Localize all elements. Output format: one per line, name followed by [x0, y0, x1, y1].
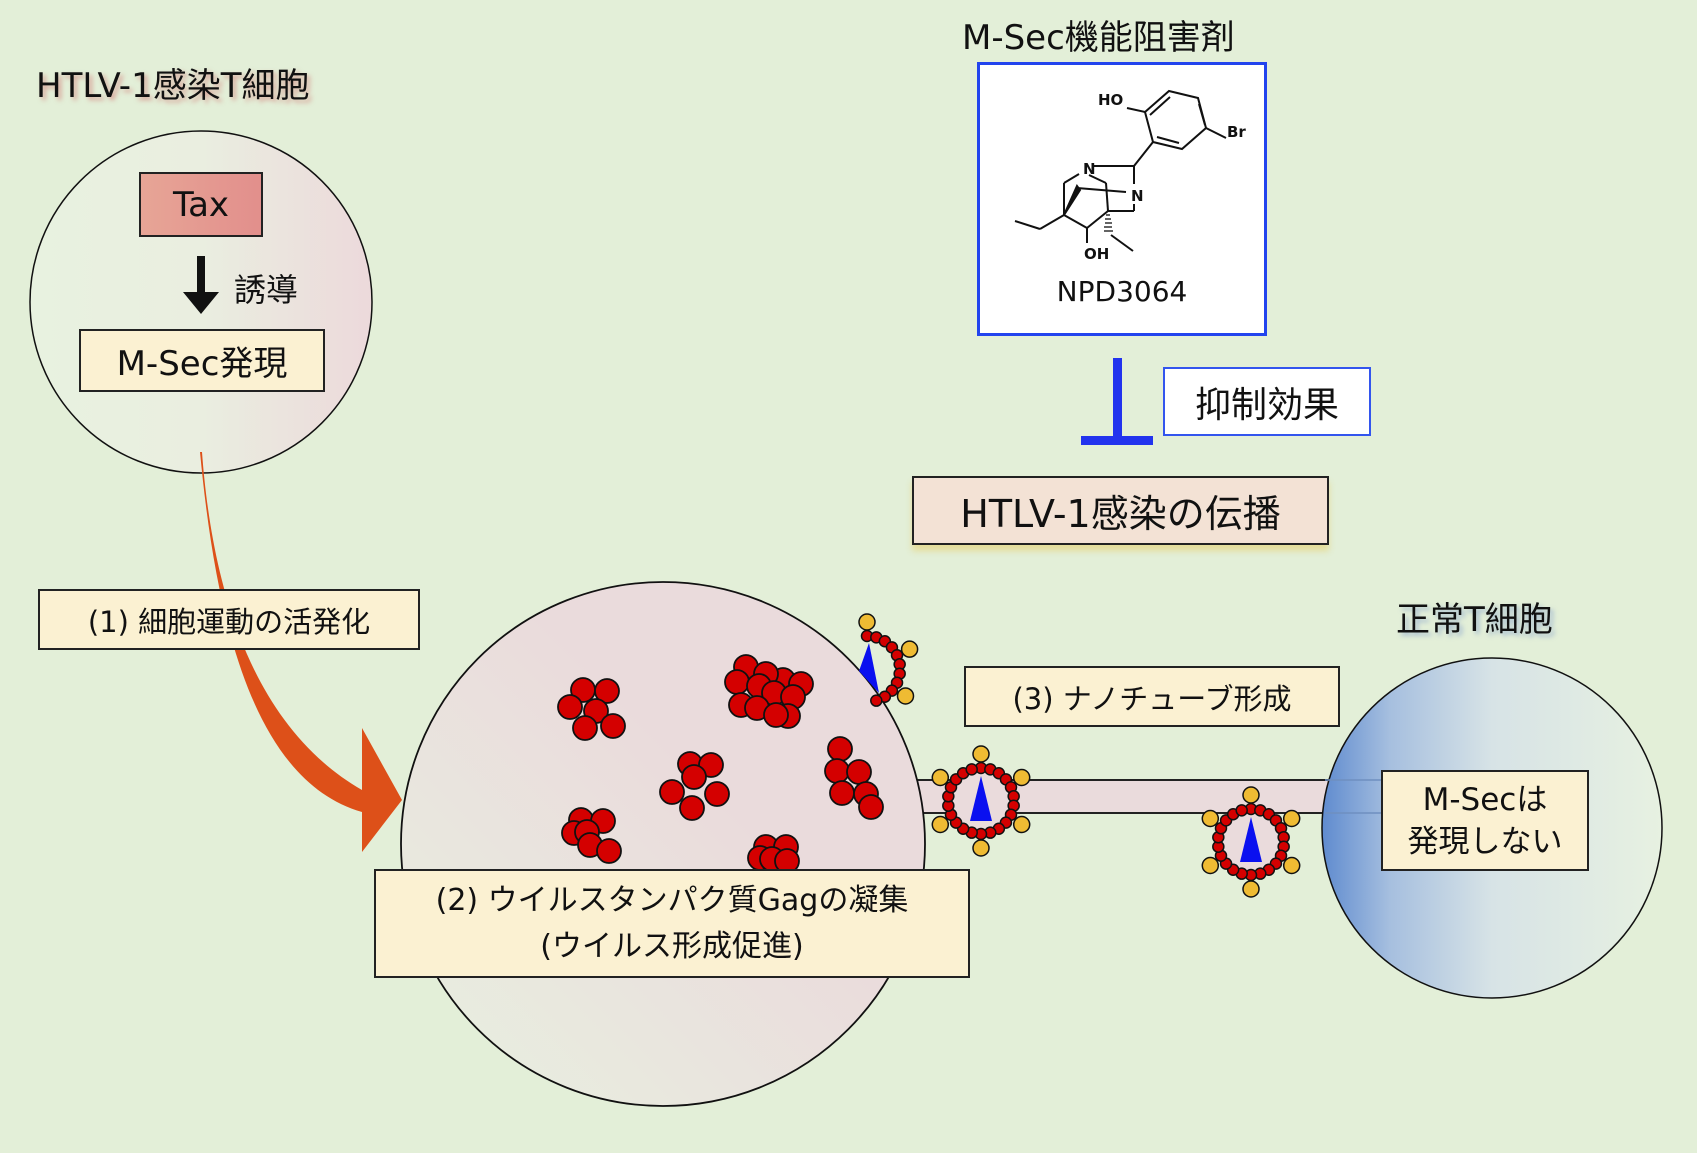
envelope-protein [1242, 880, 1260, 898]
envelope-protein [1201, 856, 1220, 875]
gag-shell-bead [1235, 804, 1248, 817]
gag-shell-bead [965, 763, 978, 776]
compound-structure-box: HO Br N N OH NPD3064 [977, 62, 1267, 336]
induction-label: 誘導 [234, 271, 299, 309]
msec-not-expressed-line2: 発現しない [1407, 823, 1563, 860]
gag-cluster [557, 677, 626, 741]
gag-particle [594, 678, 620, 704]
envelope-protein [1242, 786, 1260, 804]
normal-cell-title: 正常T細胞 [1396, 600, 1553, 640]
infected-cell-title: HTLV-1感染T細胞 [36, 66, 310, 106]
gag-particle [846, 759, 872, 785]
gag-cluster [659, 751, 730, 821]
envelope-protein [931, 815, 950, 834]
envelope-protein [1282, 809, 1301, 828]
tax-label: Tax [172, 184, 230, 225]
msec-not-expressed-box: M-Secは 発現しない [1381, 770, 1589, 871]
cell-motility-arrow [200, 452, 402, 852]
inhibitory-effect-box: 抑制効果 [1163, 367, 1371, 436]
htlv-transmission-label: HTLV-1感染の伝播 [960, 492, 1281, 536]
envelope-protein [931, 768, 950, 787]
envelope-protein [1012, 815, 1031, 834]
virus-in-nanotube [931, 745, 1031, 857]
step2-label-line1: (2) ウイルスタンパク質Gagの凝集 [435, 882, 909, 918]
step1-box: (1) 細胞運動の活発化 [38, 589, 420, 650]
gag-aggregates [557, 654, 884, 886]
envelope-protein [1201, 809, 1220, 828]
viral-rna-icon [970, 776, 992, 821]
step2-label-line2: (ウイルス形成促進) [540, 928, 804, 964]
envelope-protein [896, 687, 915, 705]
compound-name: NPD3064 [1056, 275, 1188, 308]
envelope-protein [900, 640, 919, 658]
envelope-protein [972, 745, 990, 763]
viral-rna-icon [1240, 817, 1262, 862]
gag-particle [659, 779, 685, 805]
virus-particles [858, 613, 1301, 898]
msec-expression-box: M-Sec発現 [79, 329, 325, 392]
atom-oh: OH [1084, 245, 1110, 263]
htlv-transmission-box: HTLV-1感染の伝播 [912, 476, 1329, 545]
gag-particle [827, 736, 853, 762]
gag-particle [824, 758, 850, 784]
inhibitor-title: M-Sec機能阻害剤 [962, 18, 1235, 58]
step3-label: (3) ナノチューブ形成 [1012, 681, 1292, 716]
step2-box: (2) ウイルスタンパク質Gagの凝集 (ウイルス形成促進) [374, 869, 970, 978]
gag-particle [858, 794, 884, 820]
gag-particle [724, 669, 750, 695]
gag-particle [572, 715, 598, 741]
migrating-infected-cell [400, 581, 926, 1107]
gag-shell-bead [870, 694, 883, 707]
gag-particle [829, 780, 855, 806]
gag-cluster [724, 654, 814, 729]
npd3064-structure [1014, 89, 1227, 252]
tax-box: Tax [139, 172, 263, 237]
step3-box: (3) ナノチューブ形成 [964, 666, 1340, 727]
gag-particle [596, 838, 622, 864]
msec-not-expressed-line1: M-Secは [1422, 781, 1548, 818]
gag-cluster [824, 736, 884, 820]
inhibition-symbol [1081, 358, 1153, 445]
induction-arrow [183, 256, 219, 314]
atom-n1: N [1083, 160, 1096, 178]
atom-br: Br [1227, 123, 1246, 141]
budding-virus [858, 613, 919, 707]
gag-particle [763, 702, 789, 728]
envelope-protein [972, 839, 990, 857]
envelope-protein [1282, 856, 1301, 875]
envelope-protein [1012, 768, 1031, 787]
msec-expression-label: M-Sec発現 [116, 344, 288, 384]
gag-particle [704, 781, 730, 807]
inhibitory-effect-label: 抑制効果 [1194, 384, 1339, 426]
virus-near-normal-cell [1201, 786, 1301, 898]
gag-particle [557, 694, 583, 720]
atom-n2: N [1131, 187, 1144, 205]
gag-particle [681, 764, 707, 790]
viral-rna-icon [859, 643, 879, 693]
gag-particle [679, 795, 705, 821]
step1-label: (1) 細胞運動の活発化 [87, 604, 371, 639]
atom-ho: HO [1098, 91, 1124, 109]
envelope-protein [858, 613, 876, 631]
gag-particle [600, 713, 626, 739]
gag-cluster [561, 807, 622, 864]
